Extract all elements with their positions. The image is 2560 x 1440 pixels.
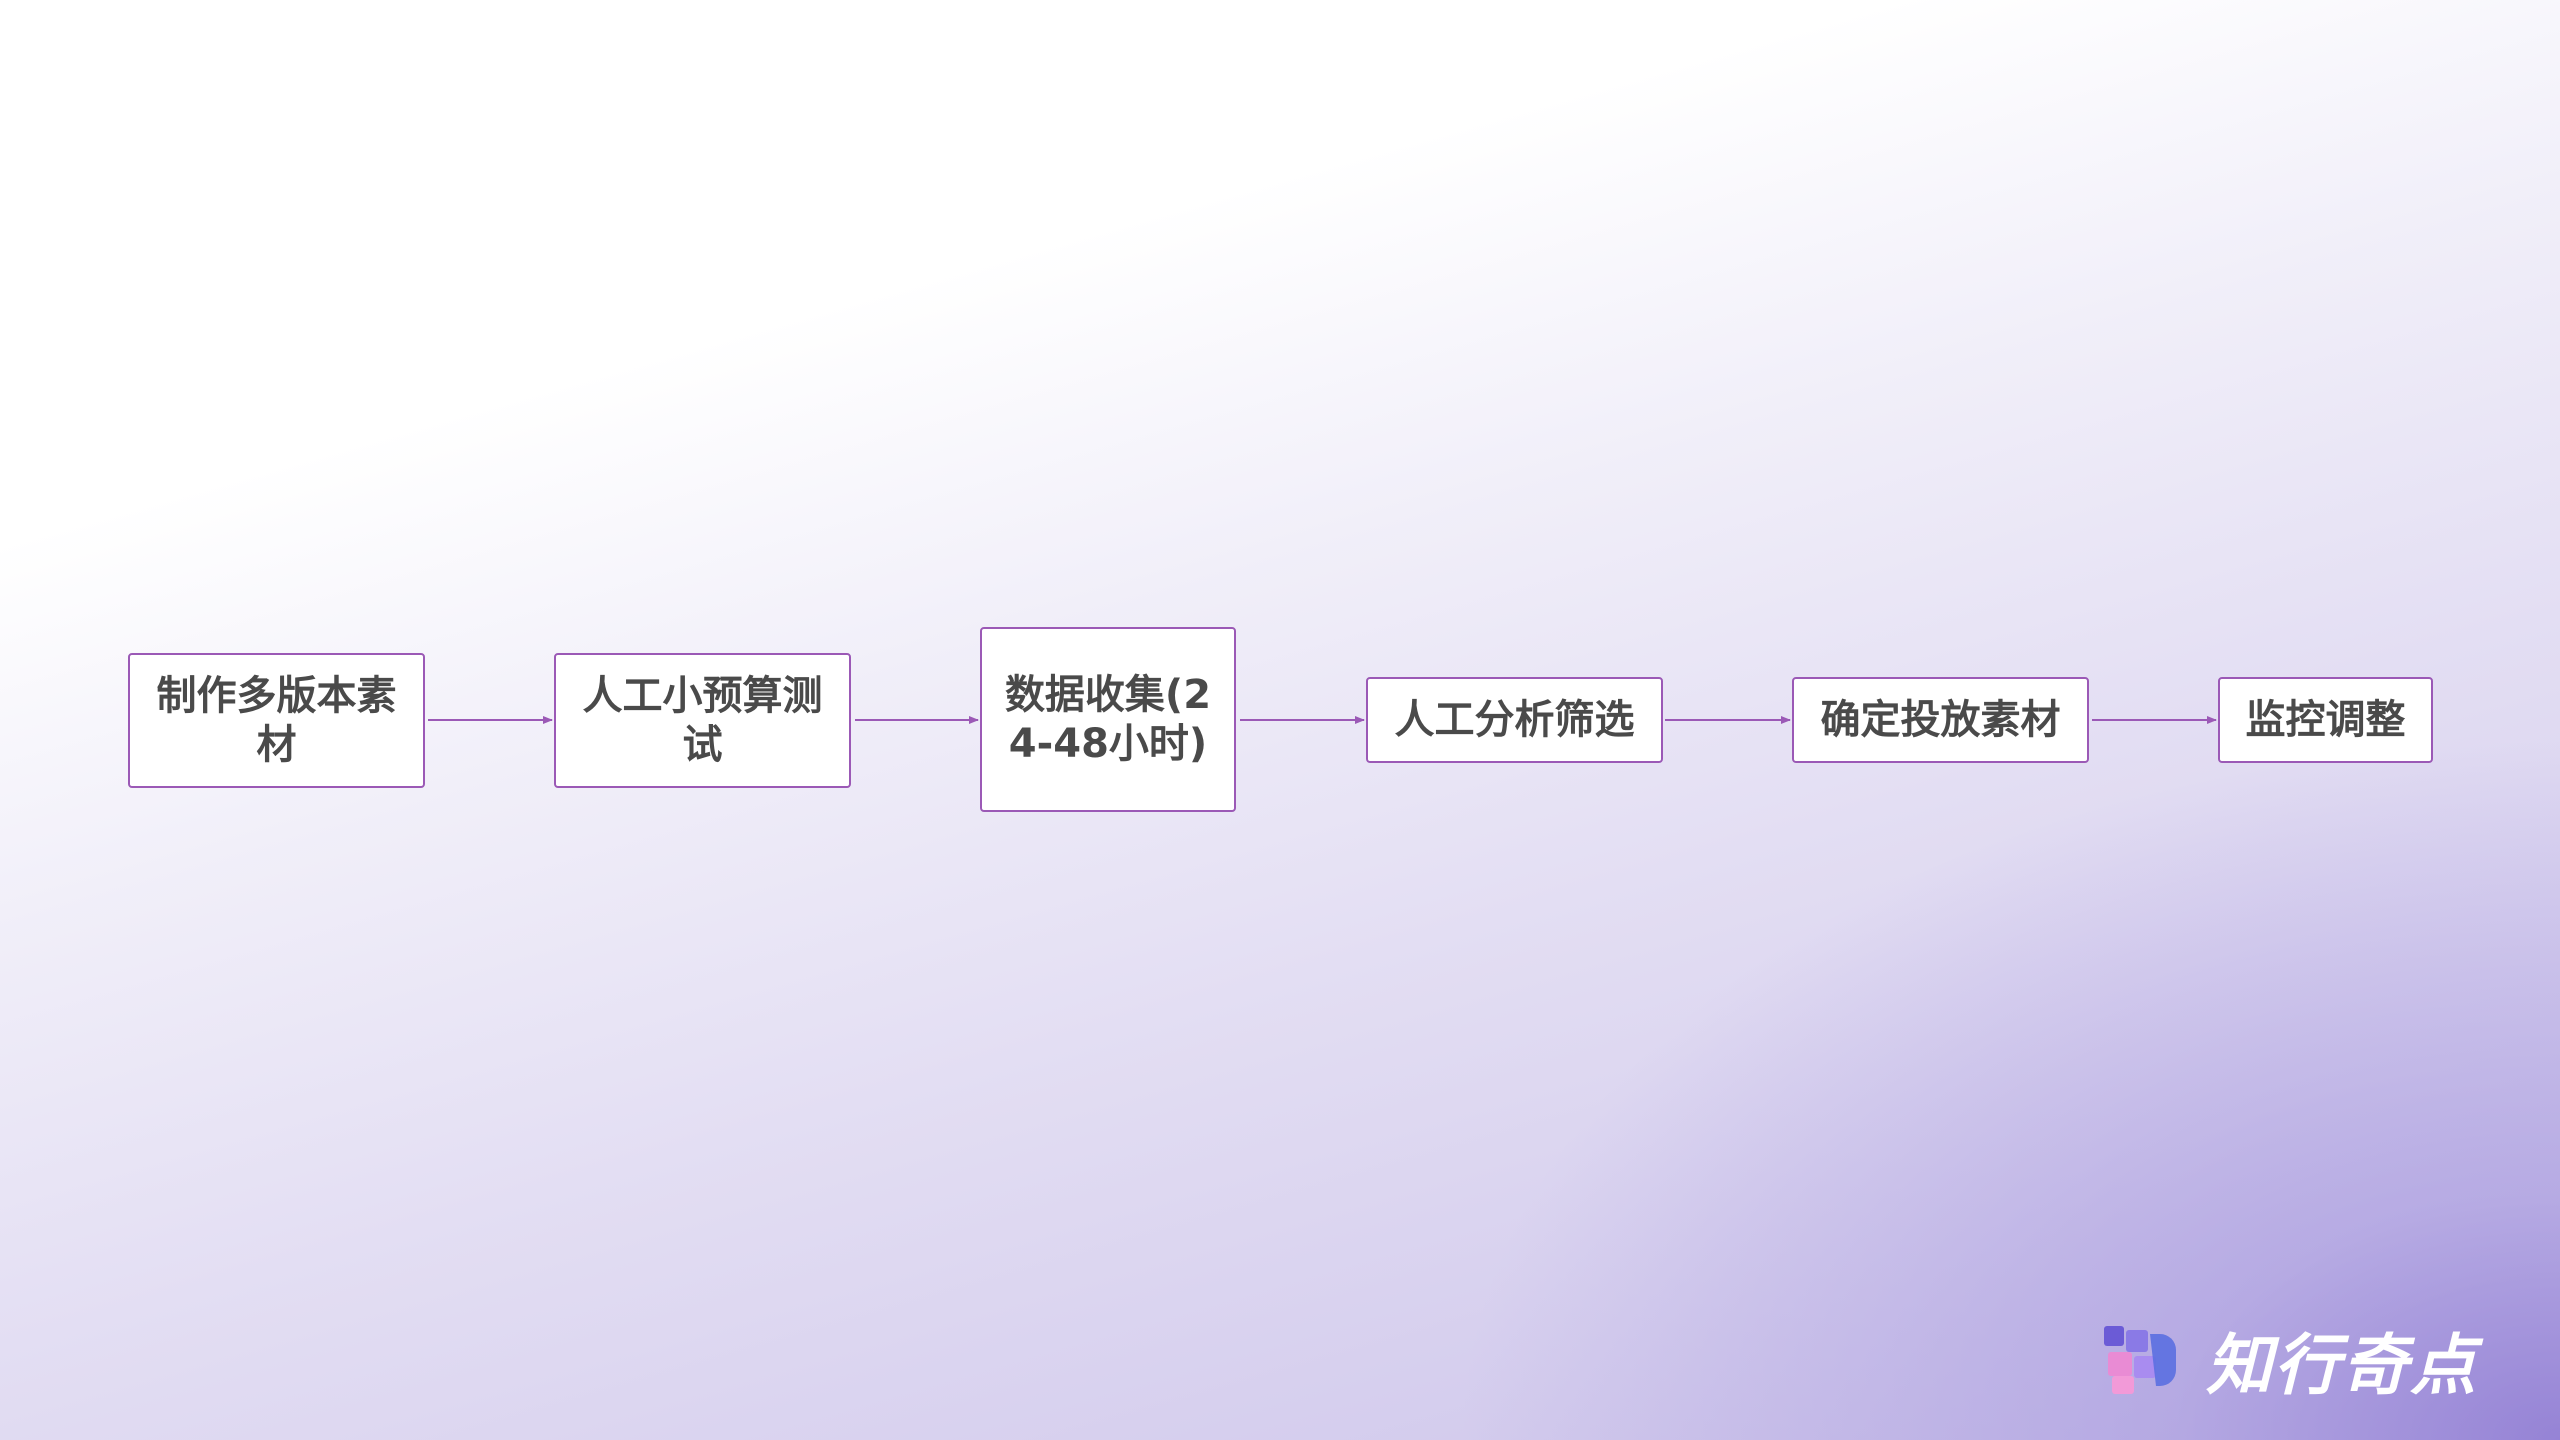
flow-node-label: 监控调整 [2245, 696, 2406, 743]
brand-logo: 知行奇点 [2100, 1310, 2520, 1410]
flow-node-create-materials: 制作多版本素材 [128, 653, 425, 788]
flow-node-label: 数据收集(24-48小时) [1004, 671, 1212, 767]
flow-node-budget-test: 人工小预算测试 [554, 653, 851, 788]
brand-name: 知行奇点 [2206, 1327, 2478, 1404]
brand-logo-icon [2104, 1326, 2176, 1394]
flow-node-label: 人工小预算测试 [582, 672, 823, 768]
flow-node-confirm-materials: 确定投放素材 [1792, 677, 2089, 763]
flow-node-manual-analysis: 人工分析筛选 [1366, 677, 1663, 763]
flow-node-monitor-adjust: 监控调整 [2218, 677, 2433, 763]
flow-node-data-collection: 数据收集(24-48小时) [980, 627, 1236, 812]
flow-node-label: 人工分析筛选 [1394, 696, 1635, 743]
flow-node-label: 制作多版本素材 [156, 672, 397, 768]
flow-node-label: 确定投放素材 [1820, 696, 2061, 743]
